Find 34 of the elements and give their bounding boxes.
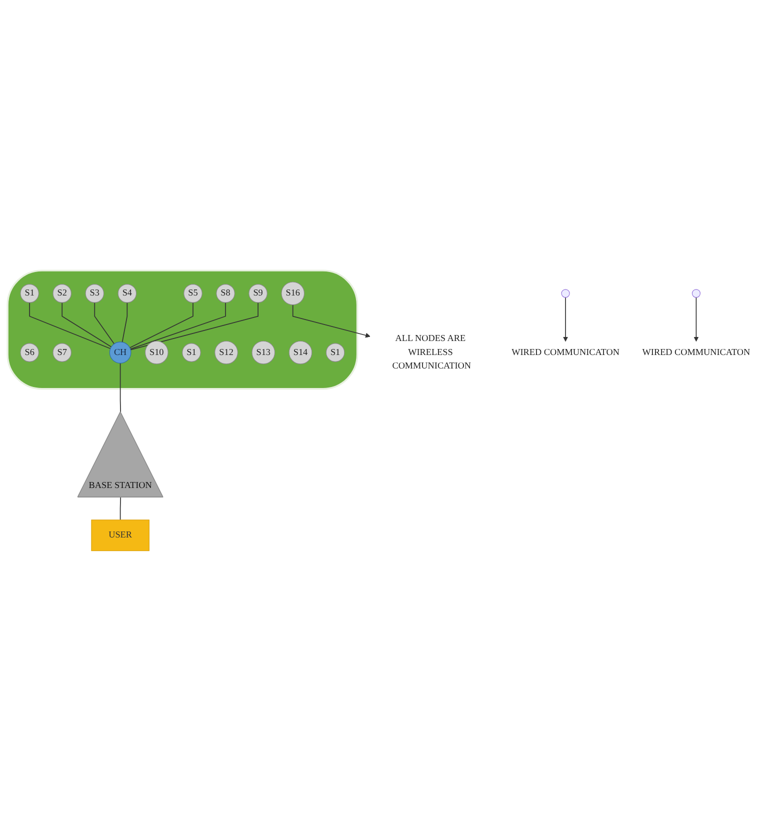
arrow bbox=[563, 297, 568, 342]
connector bbox=[29, 302, 111, 350]
node-circle: S10 bbox=[144, 341, 168, 365]
node-circle: S3 bbox=[85, 284, 104, 304]
node-circle: S1 bbox=[326, 343, 345, 362]
node-circle: S4 bbox=[118, 284, 137, 304]
connector bbox=[130, 302, 258, 351]
node-text: WIRED COMMUNICATON bbox=[642, 348, 750, 358]
node-circle: S13 bbox=[252, 341, 276, 365]
node-circle: S1 bbox=[20, 284, 39, 304]
node-circle: CH bbox=[109, 342, 132, 364]
node-box: USER bbox=[91, 520, 150, 552]
node-circle: S8 bbox=[216, 284, 235, 304]
node-circle: S12 bbox=[214, 341, 238, 365]
node-circle: S9 bbox=[248, 284, 268, 304]
arrow bbox=[694, 297, 699, 342]
arrow bbox=[292, 304, 370, 338]
node-circle: S16 bbox=[281, 282, 305, 306]
node-circle: S6 bbox=[20, 343, 39, 362]
connector bbox=[129, 302, 194, 349]
connector bbox=[130, 302, 226, 350]
connector bbox=[120, 497, 122, 521]
node-circle: S2 bbox=[52, 284, 72, 304]
connector bbox=[122, 302, 128, 343]
node-circle: S14 bbox=[288, 341, 312, 365]
connector bbox=[62, 302, 112, 348]
connector bbox=[120, 363, 122, 413]
node-text: ALL NODES ARE WIRELESS COMMUNICATION bbox=[392, 334, 471, 372]
node-circle: S1 bbox=[182, 343, 201, 362]
node-circle: S7 bbox=[52, 343, 72, 362]
connector bbox=[94, 302, 115, 345]
cluster bbox=[6, 270, 358, 390]
node-circle: S5 bbox=[184, 284, 202, 304]
node-text: WIRED COMMUNICATON bbox=[512, 348, 620, 358]
